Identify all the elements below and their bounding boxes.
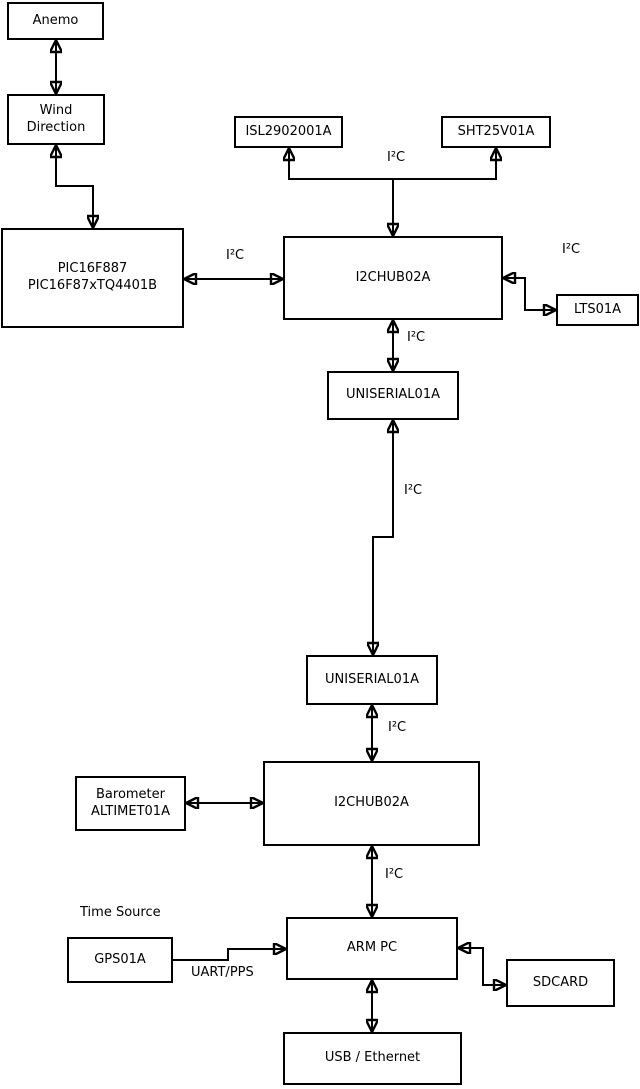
label-time-source: Time Source <box>80 905 161 920</box>
node-isl2902001a: ISL2902001A <box>234 116 343 148</box>
node-sht25v01a: SHT25V01A <box>441 116 551 148</box>
label-i2c-pic-hub: I²C <box>226 248 245 263</box>
label-i2c-hub-uniserial: I²C <box>407 330 426 345</box>
node-wind-direction: Wind Direction <box>7 94 105 145</box>
edge-armpc-sdcard <box>458 948 506 985</box>
node-i2chub02a-bottom: I2CHUB02A <box>263 761 480 846</box>
node-uniserial01a-bottom: UNISERIAL01A <box>306 655 438 705</box>
label-i2c-sensor-bus: I²C <box>387 150 406 165</box>
node-i2chub02a-top: I2CHUB02A <box>283 236 503 320</box>
node-lts01a: LTS01A <box>556 294 639 326</box>
node-pic16f887: PIC16F887 PIC16F87xTQ4401B <box>1 228 184 328</box>
node-uniserial01a-top: UNISERIAL01A <box>327 371 459 420</box>
node-sdcard: SDCARD <box>506 959 615 1007</box>
edge-gps-armpc <box>173 949 286 961</box>
edge-i2chub-top-lts01a <box>503 278 556 310</box>
node-usb-ethernet: USB / Ethernet <box>283 1032 462 1085</box>
node-arm-pc: ARM PC <box>286 917 458 980</box>
label-i2c-hub2-armpc: I²C <box>385 867 404 882</box>
node-barometer-altimet01a: Barometer ALTIMET01A <box>75 776 186 831</box>
label-i2c-uniserial-link: I²C <box>404 483 423 498</box>
edge-uniserial-top-uniserial-bottom <box>373 420 393 655</box>
node-gps01a: GPS01A <box>67 937 173 983</box>
label-uart-pps: UART/PPS <box>191 965 254 980</box>
label-i2c-hub-lts: I²C <box>562 242 581 257</box>
node-anemo: Anemo <box>7 2 104 40</box>
label-i2c-uniserial-hub2: I²C <box>388 720 407 735</box>
edge-winddirection-pic <box>56 145 93 228</box>
